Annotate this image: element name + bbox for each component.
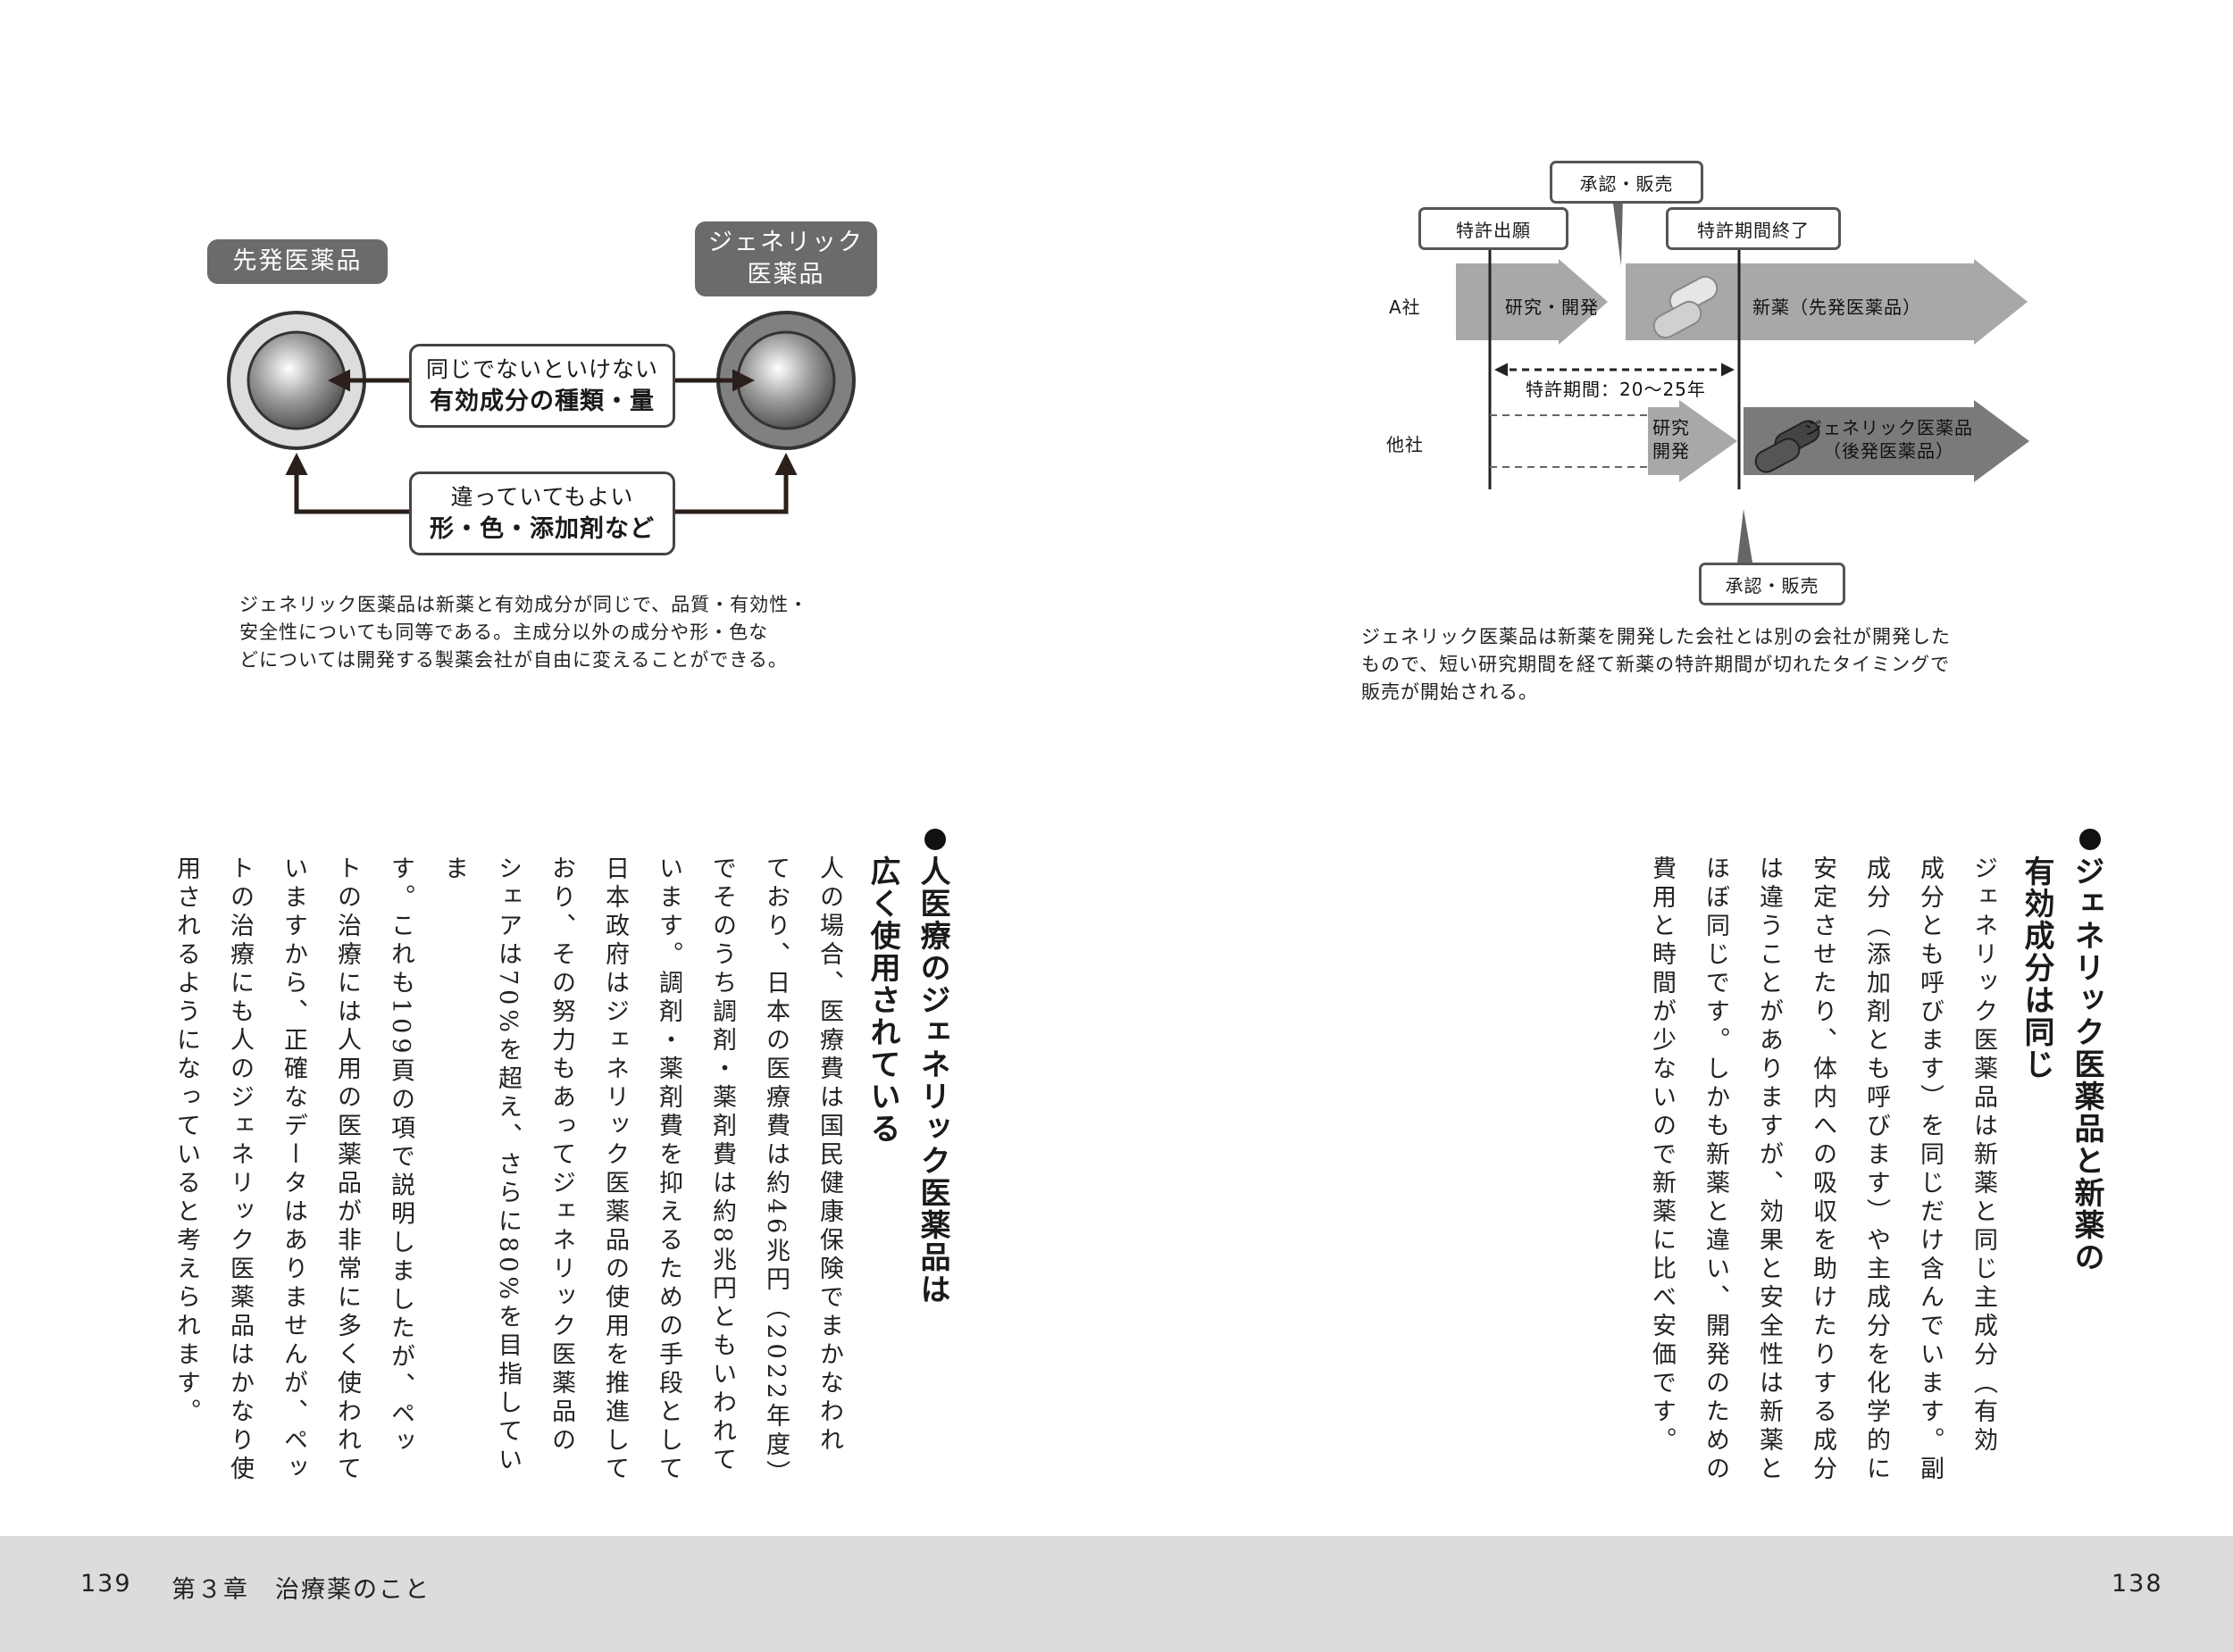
generic-arrow: [1744, 400, 2029, 482]
left-page-heading: 人医療のジェネリック医薬品は 広く使用されている: [857, 855, 958, 1498]
other-research-line: 開発: [1652, 440, 1690, 462]
other-research-arrow: [1648, 400, 1737, 482]
left-page-number: 139: [80, 1570, 132, 1598]
heading-bullet: [924, 829, 946, 850]
right-page-number: 138: [2112, 1570, 2163, 1598]
body-line: いますから、正確なデータはありませんが、ペッ: [280, 855, 307, 1484]
figure1-caption-line: 安全性についても同等である。主成分以外の成分や形・色な: [239, 622, 769, 643]
patent-end-callout: 特許期間終了: [1666, 207, 1841, 250]
body-line: 用されるようになっていると考えられます。: [172, 855, 200, 1427]
body-line: ジェネリック医薬品は新薬と同じ主成分（有効: [1970, 855, 1997, 1456]
diff-arrow-right: [672, 453, 798, 514]
body-line: おり、その努力もあってジェネリック医薬品の: [548, 855, 575, 1456]
heading-bullet: [2079, 829, 2101, 850]
figure2-caption-line: もので、短い研究期間を経て新薬の特許期間が切れたタイミングで: [1361, 654, 1951, 675]
a-new-drug-label: 新薬（先発医薬品）: [1752, 296, 1921, 318]
generic-capsule-icon: [1754, 420, 1820, 473]
diff-line1: 違っていてもよい: [450, 484, 634, 510]
generic-drug-label: ジェネリック 医薬品: [695, 221, 877, 296]
patent-filing-callout: 特許出願: [1418, 207, 1568, 250]
body-line: 成分（添加剤とも呼びます）や主成分を化学的に: [1862, 855, 1890, 1484]
diff-arrow-left: [285, 453, 411, 514]
same-ingredient-box: 同じでないといけない 有効成分の種類・量: [409, 344, 675, 428]
figure2-caption: ジェネリック医薬品は新薬を開発した会社とは別の会社が開発した もので、短い研究期…: [1361, 623, 2040, 706]
figure2-caption-line: ジェネリック医薬品は新薬を開発した会社とは別の会社が開発した: [1361, 626, 1951, 647]
body-line: 安定させたり、体内への吸収を助けたりする成分: [1809, 855, 1836, 1484]
right-heading-line: ジェネリック医薬品と新薬の: [2069, 855, 2104, 1273]
approval-sales-callout-top: 承認・販売: [1550, 161, 1703, 204]
diff-line2: 形・色・添加剤など: [430, 515, 655, 543]
chapter-title: 第３章 治療薬のこと: [171, 1576, 431, 1604]
body-line: ており、日本の医療費は約46兆円（2022年度）: [762, 855, 790, 1489]
body-line: トの治療にも人のジェネリック医薬品はかなり使: [226, 855, 254, 1484]
right-heading-line: 有効成分は同じ: [2019, 855, 2054, 1080]
generic-line: ジェネリック医薬品: [1804, 417, 1973, 438]
generic-line: （後発医薬品）: [1823, 440, 1954, 462]
body-line: 成分とも呼びます）を同じだけ含んでいます。副: [1916, 855, 1944, 1484]
figure1-caption-line: ジェネリック医薬品は新薬と有効成分が同じで、品質・有効性・: [239, 594, 809, 615]
figure1-caption: ジェネリック医薬品は新薬と有効成分が同じで、品質・有効性・ 安全性についても同等…: [239, 591, 865, 674]
brand-tablet-icon: [227, 311, 366, 450]
body-line: います。調剤・薬剤費を抑えるための手段として: [655, 855, 682, 1484]
ingredients-diagram: [227, 311, 856, 514]
patent-period-label: 特許期間：20〜25年: [1526, 379, 1706, 400]
page-footer: 139 第３章 治療薬のこと 138: [0, 1536, 2233, 1652]
body-line: ほぼ同じです。しかも新薬と違い、開発のための: [1702, 855, 1729, 1484]
right-page-body: ジェネリック医薬品は新薬と同じ主成分（有効 成分とも呼びます）を同じだけ含んでい…: [1635, 855, 2010, 1498]
company-a-label: A社: [1389, 296, 1421, 318]
body-line: トの治療には人用の医薬品が非常に多く使われて: [333, 855, 361, 1484]
body-line: は違うことがありますが、効果と安全性は新薬と: [1755, 855, 1783, 1484]
right-page-heading: ジェネリック医薬品と新薬の 有効成分は同じ: [2011, 855, 2112, 1498]
same-line2: 有効成分の種類・量: [430, 388, 655, 415]
capsule-icon: [1652, 275, 1719, 339]
figure2-caption-line: 販売が開始される。: [1361, 681, 1538, 703]
company-other-label: 他社: [1386, 434, 1424, 455]
timeline-diagram: [1456, 196, 2029, 563]
a-research-arrow: [1456, 259, 1608, 345]
a-research-label: 研究・開発: [1505, 296, 1599, 318]
body-line: 人の場合、医療費は国民健康保険でまかなわれ: [815, 855, 843, 1456]
generic-arrow-label: ジェネリック医薬品 （後発医薬品）: [1804, 416, 1973, 463]
body-line: 日本政府はジェネリック医薬品の使用を推進して: [601, 855, 629, 1484]
approval-sales-callout-bottom: 承認・販売: [1699, 563, 1845, 605]
body-line: でそのうち調剤・薬剤費は約8兆円ともいわれて: [708, 855, 736, 1476]
body-line: シェアは70%を超え、さらに80%を目指していま: [440, 855, 522, 1476]
approval-pointer-top: [1612, 196, 1623, 266]
body-line: 費用と時間が少ないので新薬に比べ安価です。: [1648, 855, 1676, 1456]
figure1-caption-line: どについては開発する製薬会社が自由に変えることができる。: [239, 649, 788, 671]
body-line: す。これも109頁の項で説明しましたが、ペッ: [387, 855, 414, 1458]
left-page-body: 人の場合、医療費は国民健康保険でまかなわれ ており、日本の医療費は約46兆円（2…: [172, 855, 856, 1498]
brand-drug-label: 先発医薬品: [207, 239, 388, 284]
may-differ-box: 違っていてもよい 形・色・添加剤など: [409, 471, 675, 555]
approval-pointer-bottom: [1737, 509, 1752, 563]
a-new-drug-arrow: [1626, 259, 2028, 345]
left-heading-line: 人医療のジェネリック医薬品は: [915, 855, 950, 1306]
same-line1: 同じでないといけない: [425, 356, 658, 382]
other-research-line: 研究: [1652, 417, 1690, 438]
other-research-label: 研究 開発: [1652, 416, 1690, 463]
left-heading-line: 広く使用されている: [865, 855, 900, 1145]
